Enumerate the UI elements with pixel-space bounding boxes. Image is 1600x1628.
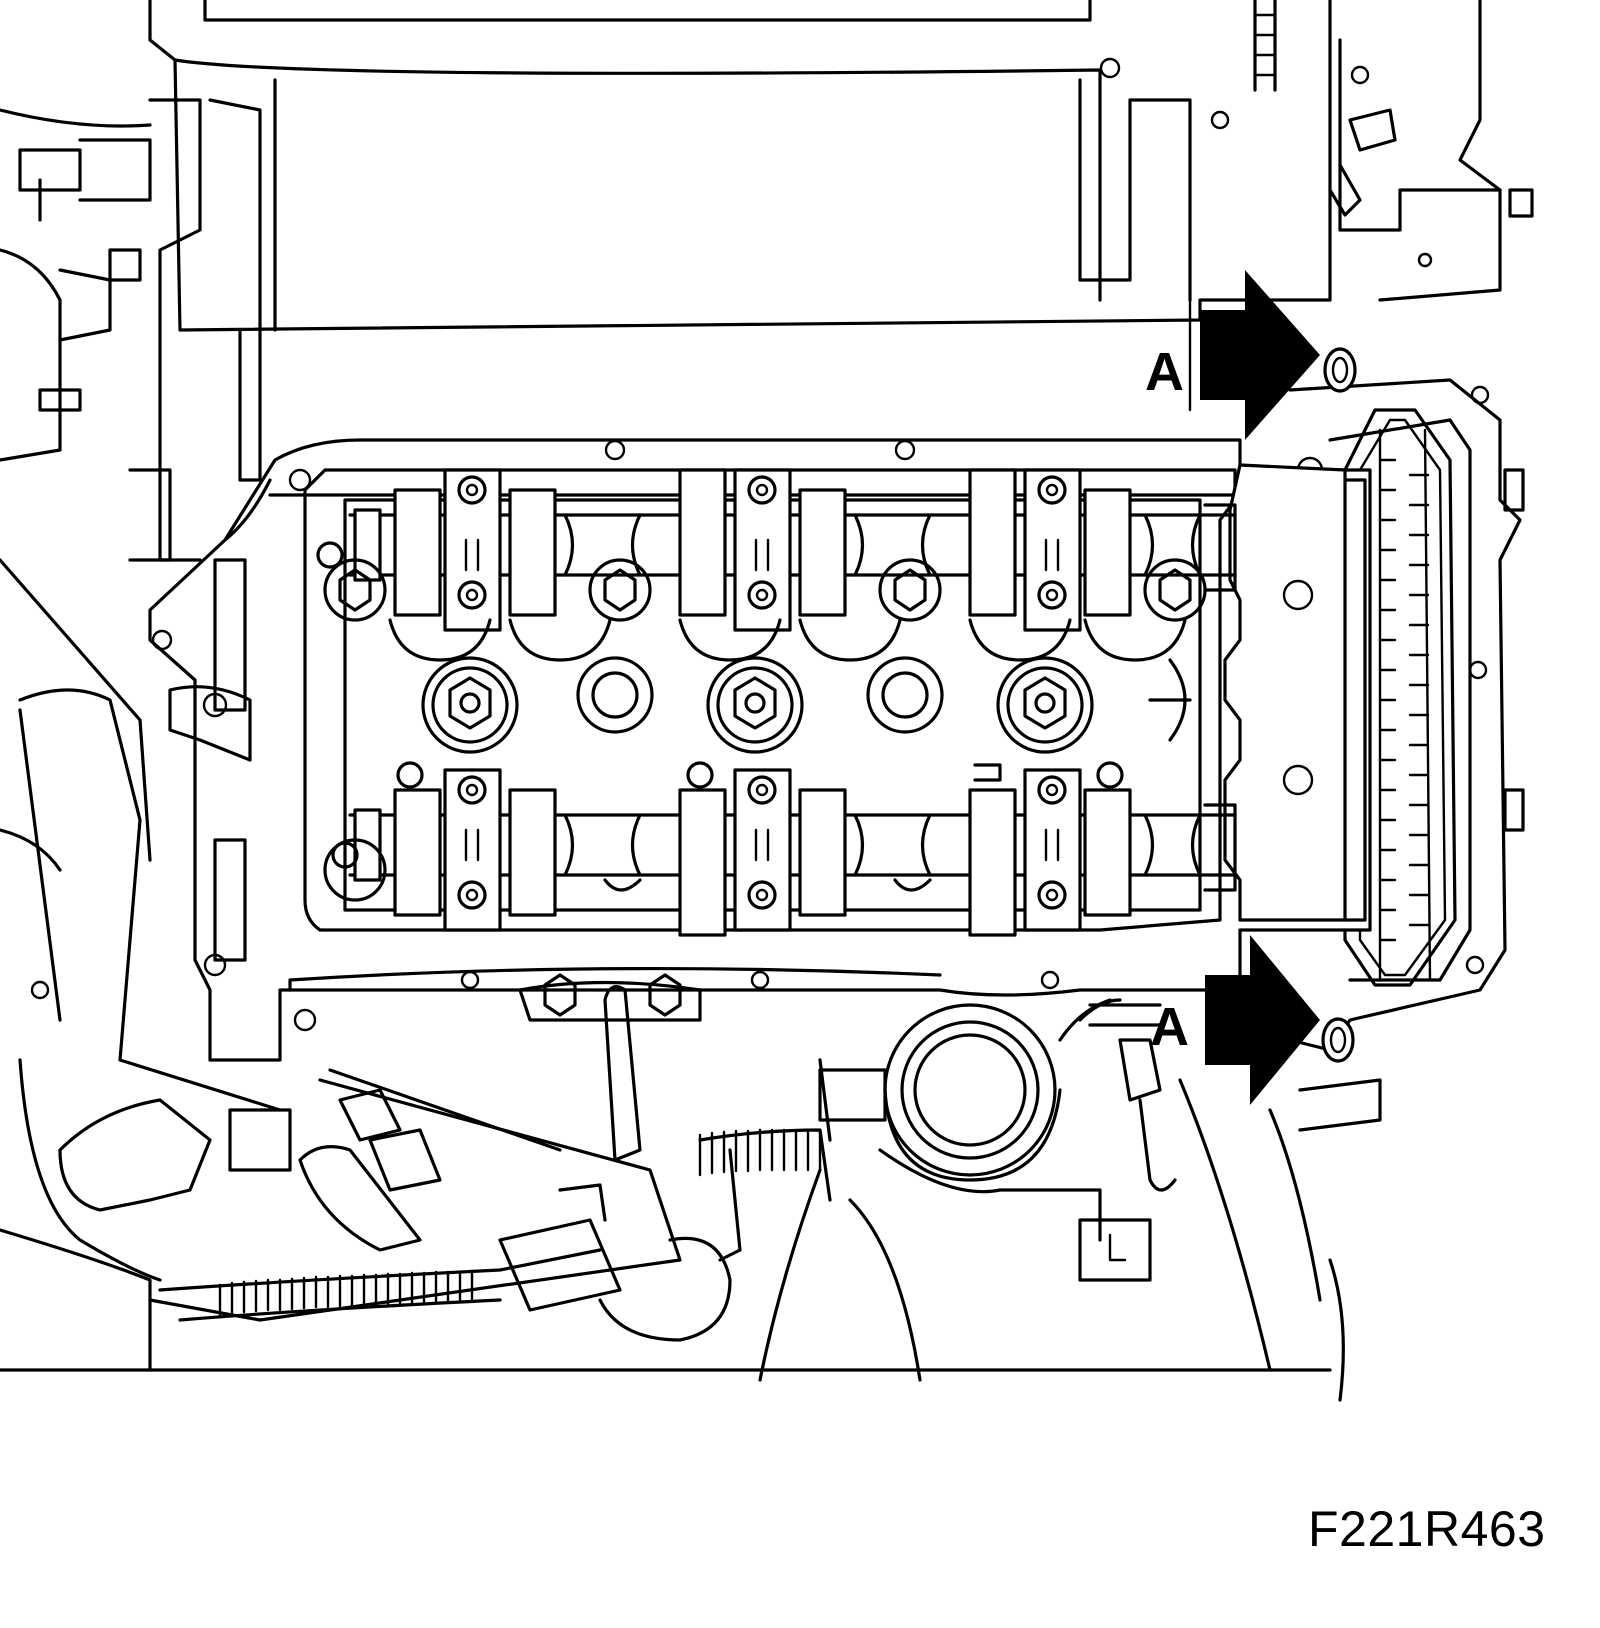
chain-links [1378, 428, 1432, 982]
bellows [698, 1128, 822, 1177]
upper-bearing-caps [443, 468, 1082, 632]
arrow-right-icon [1205, 935, 1320, 1105]
lower-plug [1321, 1017, 1355, 1063]
upper-callout: A [1145, 270, 1320, 440]
lower-callout-label: A [1150, 997, 1189, 1057]
arrow-right-icon [1200, 270, 1320, 440]
lower-callout: A [1150, 935, 1320, 1105]
left-side-components [0, 98, 282, 1112]
figure-reference-code: F221R463 [1308, 1501, 1546, 1557]
upper-camshaft [316, 468, 1237, 632]
upper-callout-label: A [1145, 342, 1184, 402]
upper-plug [1323, 347, 1357, 393]
upper-frame [148, 0, 1534, 332]
cam-carrier-end [1223, 463, 1367, 922]
lower-camshaft [323, 761, 1237, 937]
harness-corrugation [218, 1269, 474, 1317]
oil-filler-cap [883, 1003, 1057, 1177]
spark-plug-wells [388, 618, 1192, 754]
lower-components [0, 973, 1332, 1382]
lower-bearing-caps [443, 768, 1082, 932]
timing-chain-area [1268, 347, 1525, 1402]
